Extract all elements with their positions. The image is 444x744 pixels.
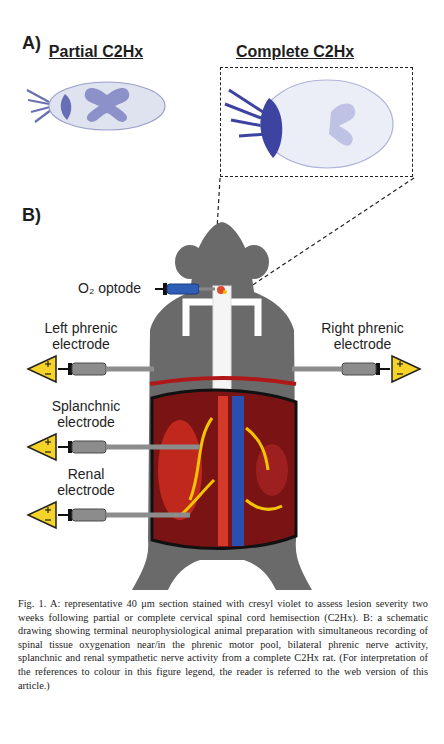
wire <box>380 368 390 370</box>
abdominal-window <box>152 390 296 548</box>
lesion-edge <box>61 94 72 120</box>
electrode-label: Splanchnic electrode <box>30 398 142 430</box>
nerve <box>180 480 214 516</box>
panel-heading: Partial C2Hx <box>25 42 167 62</box>
electrode-body <box>72 441 106 453</box>
electrode-node: Left phrenic electrode <box>22 320 140 386</box>
electrode-ring <box>68 509 72 521</box>
wire <box>58 446 68 448</box>
nerve-root <box>225 104 261 118</box>
nerve-root <box>28 100 49 104</box>
electrode-label: Left phrenic electrode <box>22 320 140 352</box>
zoom-line <box>233 178 414 298</box>
electrode-label-box: Splanchnic electrode <box>30 398 142 430</box>
electrode-ring <box>68 363 72 375</box>
optode-probe <box>155 283 215 295</box>
electrode-symbol <box>390 354 422 384</box>
electrode-ring <box>68 441 72 453</box>
histology-section <box>25 72 167 138</box>
minus-mark <box>45 451 51 452</box>
rat-body <box>132 222 312 590</box>
wire <box>106 513 190 518</box>
electrode-label-box: Renal electrode <box>46 466 126 498</box>
liver <box>158 420 202 520</box>
histology-section <box>221 68 412 176</box>
diaphragm <box>150 378 296 384</box>
section-panel: Complete C2Hx <box>220 42 414 178</box>
splanchnic-wire <box>58 441 200 453</box>
minus-mark <box>397 373 403 374</box>
electrode-label: Renal electrode <box>46 466 126 498</box>
electrode-symbol <box>26 500 58 530</box>
electrode-label-box: Left phrenic electrode <box>22 320 140 352</box>
minus-mark <box>45 373 51 374</box>
probe-label: O₂ optode <box>78 280 141 296</box>
panel-heading-box: Partial C2Hx <box>25 42 167 62</box>
probe-wire <box>155 288 163 290</box>
nerve-root <box>35 110 51 122</box>
plus-mark <box>47 439 48 445</box>
grey-matter <box>329 103 355 145</box>
right-phrenic-wire <box>292 363 390 375</box>
optode-tip <box>223 290 227 294</box>
plus-mark <box>47 361 48 367</box>
cord-section <box>49 82 165 130</box>
zoom-box <box>220 67 413 177</box>
renal-wire <box>58 509 190 521</box>
electrode-node: Splanchnic electrode <box>22 398 140 464</box>
grey-matter <box>85 88 130 122</box>
section-panel: Partial C2Hx <box>25 42 167 140</box>
minus-mark <box>45 519 51 520</box>
electrode-node: Renal electrode <box>22 466 140 532</box>
kidney <box>256 444 288 496</box>
wire <box>106 445 200 450</box>
amplifier-triangle <box>28 502 56 528</box>
wire <box>58 514 68 516</box>
electrode-body <box>342 363 376 375</box>
lesion-side <box>260 98 282 158</box>
aorta <box>218 396 228 546</box>
amplifier-triangle <box>28 356 56 382</box>
panel-heading: Complete C2Hx <box>220 42 370 62</box>
electrode-symbol <box>26 354 58 384</box>
nerve-root <box>231 120 263 126</box>
electrode-node: Right phrenic electrode <box>300 320 425 386</box>
figure-caption: Fig. 1. A: representative 40 μm section … <box>18 597 428 692</box>
amplifier-triangle <box>392 356 420 382</box>
wire <box>106 367 154 372</box>
nerve <box>246 500 282 509</box>
vena-cava <box>232 396 244 546</box>
electrode-label-box: Right phrenic electrode <box>300 320 425 352</box>
probe-fiber <box>199 288 215 291</box>
wire <box>292 367 342 372</box>
cord-section <box>261 80 393 168</box>
nerve-root <box>31 107 50 112</box>
electrode-label: Right phrenic electrode <box>300 320 425 352</box>
electrode-body <box>72 363 106 375</box>
nerve <box>246 428 268 470</box>
probe-body <box>167 284 199 294</box>
left-phrenic-wire <box>58 363 154 375</box>
wire <box>58 368 68 370</box>
electrode-ring <box>376 363 380 375</box>
electrode-symbol <box>26 432 58 462</box>
plus-mark <box>399 361 400 367</box>
panel-heading-box: Complete C2Hx <box>220 42 370 62</box>
probe-ring <box>163 283 167 295</box>
panel-letter: A) <box>22 33 41 54</box>
panel-letter: B) <box>22 205 41 226</box>
plus-mark <box>47 507 48 513</box>
electrode-body <box>72 509 106 521</box>
amplifier-triangle <box>28 434 56 460</box>
